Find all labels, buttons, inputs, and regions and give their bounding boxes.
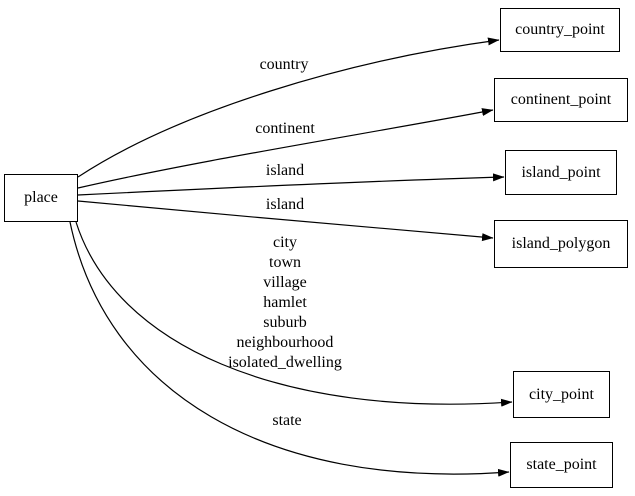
edge-label-island-2: island xyxy=(265,196,305,213)
edge-label-isolated-dwelling: isolated_dwelling xyxy=(228,354,342,371)
edge-label-village: village xyxy=(263,274,307,291)
edge-label-state: state xyxy=(272,412,302,429)
edge-place-country-point xyxy=(77,37,500,178)
edge-place-continent-point xyxy=(77,108,494,189)
edge-label-town: town xyxy=(268,254,301,271)
node-place: place xyxy=(4,174,78,222)
node-island-polygon: island_polygon xyxy=(494,220,628,268)
edge-place-city-point xyxy=(75,221,513,407)
edge-label-island: island xyxy=(265,162,305,179)
edge-place-island-point xyxy=(77,173,505,196)
edge-label-country: country xyxy=(259,56,309,73)
edge-place-state-point xyxy=(69,221,510,477)
edge-place-island-polygon xyxy=(77,200,494,242)
node-continent-point: continent_point xyxy=(494,78,628,122)
edge-label-neighbourhood: neighbourhood xyxy=(236,334,334,351)
edge-label-hamlet: hamlet xyxy=(263,294,307,311)
node-island-point: island_point xyxy=(505,150,617,195)
node-city-point: city_point xyxy=(513,371,610,418)
node-country-point: country_point xyxy=(500,8,620,52)
node-state-point: state_point xyxy=(510,442,613,488)
edge-label-continent: continent xyxy=(255,120,315,137)
edge-label-city: city xyxy=(272,234,297,251)
edge-label-city-group: city town village hamlet suburb neighbou… xyxy=(228,233,342,373)
edge-label-suburb: suburb xyxy=(263,314,307,331)
